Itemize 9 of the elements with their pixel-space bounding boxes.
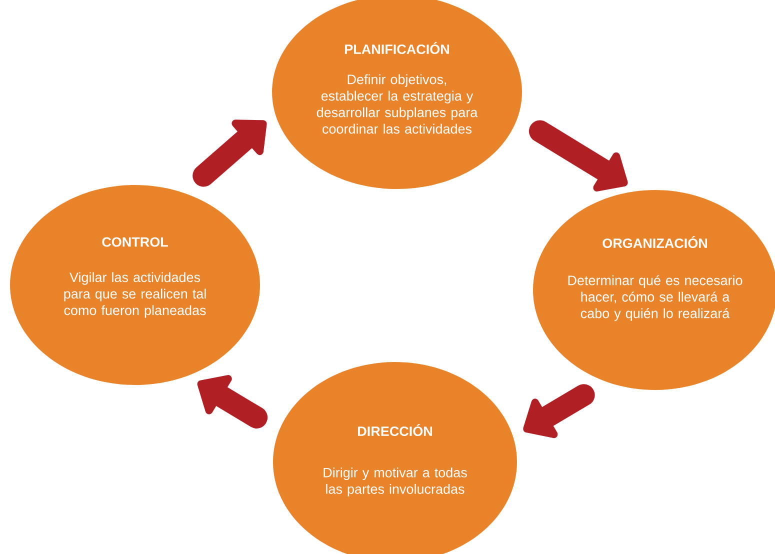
circle-heading: CONTROL (102, 237, 168, 247)
circle-heading: ORGANIZACIÓN (602, 236, 707, 248)
process-circle (10, 185, 260, 385)
circle-text: Determinar qué es necesario hacer, cómo se llevará a cabo y quién lo realizará (568, 275, 742, 321)
circle-text: Definir objetivos, establecer la estrategia y desarrollar subplanes para coordinar las actividades (316, 74, 478, 134)
circle-heading: PLANIFICACIÓN (345, 42, 449, 54)
circle-text: Dirigir y motivar a todas las partes involucradas (324, 467, 467, 497)
circle-text: Vigilar las actividades para que se realicen tal como fueron planeadas (64, 272, 206, 318)
circle-heading: DIRECCIÓN (358, 424, 432, 436)
